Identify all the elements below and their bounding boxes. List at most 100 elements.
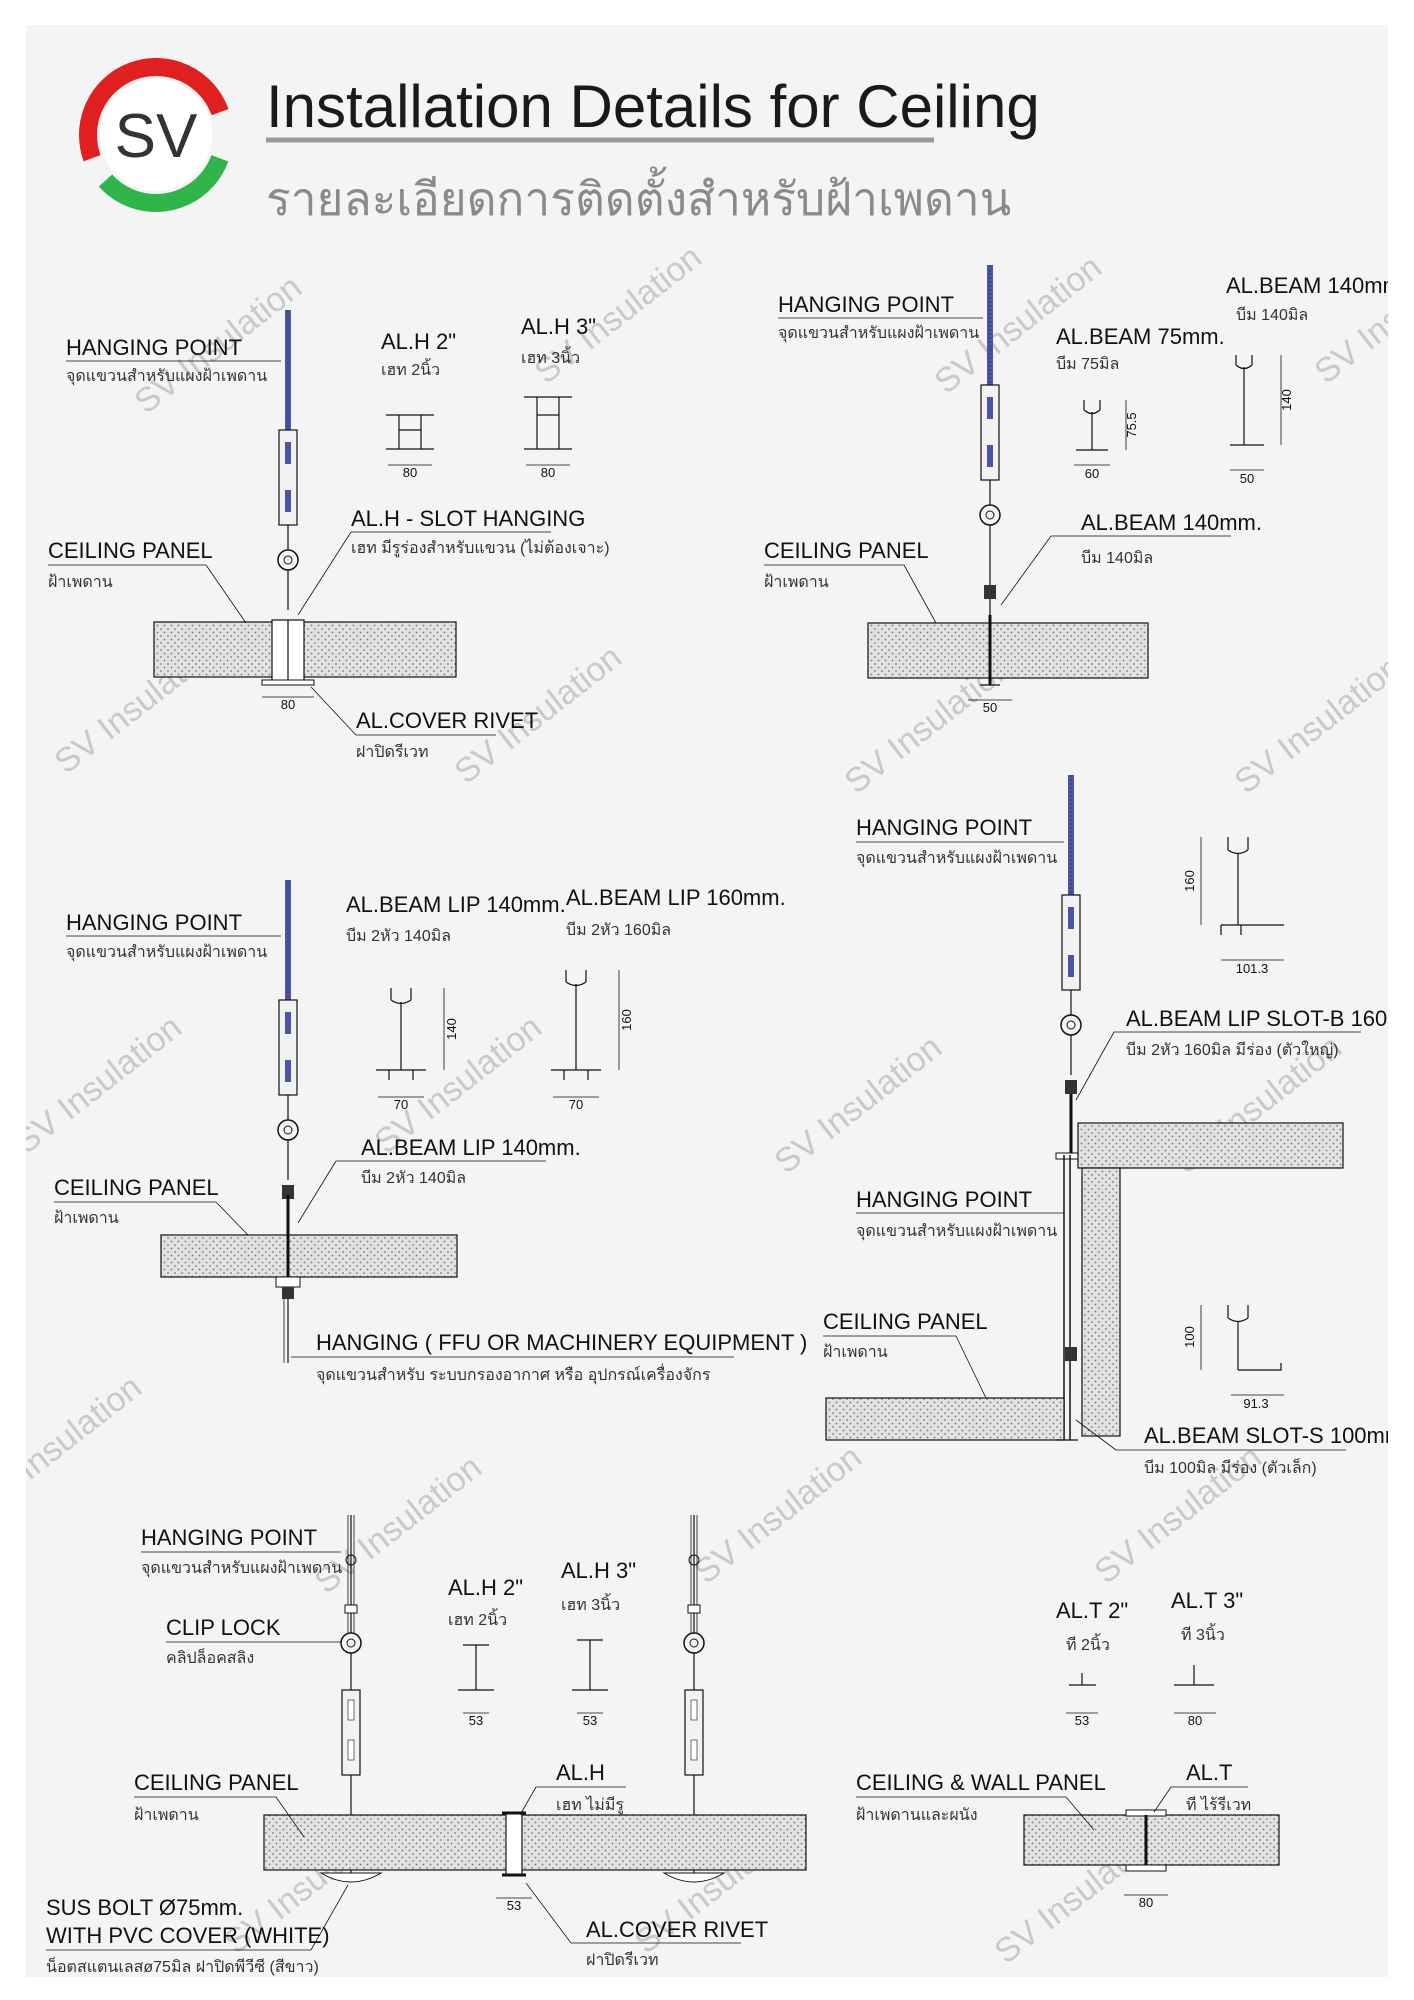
al-t3-profile <box>1174 1665 1214 1686</box>
svg-text:AL.BEAM LIP 140mm.: AL.BEAM LIP 140mm. <box>346 892 566 917</box>
al-beam-lip-140-profile <box>376 988 426 1080</box>
svg-text:53: 53 <box>507 1898 521 1913</box>
label-hanging-point: HANGING POINT <box>66 335 242 360</box>
logo-text: SV <box>115 102 198 171</box>
drawing-sheet: SV Insulation SV Insulation SV Insulatio… <box>0 25 1414 1977</box>
svg-text:ฝาปิดรีเวท: ฝาปิดรีเวท <box>356 743 429 761</box>
svg-text:บีม 2หัว 140มิล: บีม 2หัว 140มิล <box>346 927 451 945</box>
svg-text:ฝ้าเพดาน: ฝ้าเพดาน <box>823 1343 888 1361</box>
svg-text:บีม 75มิล: บีม 75มิล <box>1056 355 1119 373</box>
label-al-beam-lip-140: AL.BEAM LIP 140mm. <box>361 1135 581 1160</box>
page-title-thai: รายละเอียดการติดตั้งสำหรับฝ้าเพดาน <box>266 166 1011 225</box>
ceiling-panel-lower <box>825 1397 1065 1441</box>
svg-text:บีม 100มิล มีร่อง (ตัวเล็ก): บีม 100มิล มีร่อง (ตัวเล็ก) <box>1144 1457 1317 1477</box>
svg-text:AL.H 3": AL.H 3" <box>561 1558 636 1583</box>
slot-s-profile <box>1227 1305 1282 1371</box>
svg-text:เฮท ไม่มีรู: เฮท ไม่มีรู <box>556 1795 624 1815</box>
al-h3-profile <box>524 396 572 450</box>
label-ceiling-panel: CEILING PANEL <box>823 1309 988 1334</box>
svg-text:80: 80 <box>403 465 417 480</box>
svg-text:จุดแขวนสำหรับแผงฝ้าเพดาน: จุดแขวนสำหรับแผงฝ้าเพดาน <box>856 1222 1057 1241</box>
svg-text:100: 100 <box>1182 1326 1197 1348</box>
svg-text:บีม 2หัว 140มิล: บีม 2หัว 140มิล <box>361 1169 466 1187</box>
svg-text:จุดแขวนสำหรับแผงฝ้าเพดาน: จุดแขวนสำหรับแผงฝ้าเพดาน <box>66 367 267 386</box>
svg-text:บีม 2หัว 160มิล: บีม 2หัว 160มิล <box>566 921 671 939</box>
label-ffu: HANGING ( FFU OR MACHINERY EQUIPMENT ) <box>316 1330 807 1355</box>
svg-text:AL.BEAM 75mm.: AL.BEAM 75mm. <box>1056 324 1225 349</box>
svg-text:70: 70 <box>569 1097 583 1112</box>
svg-text:50: 50 <box>1240 471 1254 486</box>
ceiling-panel <box>867 622 1149 679</box>
page-title: Installation Details for Ceiling <box>266 73 1040 140</box>
section-al-beam-slot: HANGING POINT จุดแขวนสำหรับแผงฝ้าเพดาน A… <box>823 774 1414 1477</box>
al-h2-small-profile <box>458 1644 494 1691</box>
svg-text:160: 160 <box>619 1009 634 1031</box>
svg-text:เฮท 3นิ้ว: เฮท 3นิ้ว <box>561 1593 620 1614</box>
svg-text:ที 2นิ้ว: ที 2นิ้ว <box>1066 1633 1110 1654</box>
svg-text:91.3: 91.3 <box>1243 1396 1268 1411</box>
al-h3-small-profile <box>572 1639 608 1691</box>
label-ceiling-panel: CEILING PANEL <box>54 1175 219 1200</box>
svg-text:บีม 140มิล: บีม 140มิล <box>1081 549 1153 567</box>
svg-text:70: 70 <box>394 1097 408 1112</box>
ceiling-wall-panel <box>1023 1814 1280 1866</box>
svg-text:53: 53 <box>1075 1713 1089 1728</box>
label-al-t: AL.T <box>1186 1760 1232 1785</box>
watermark: SV Insulation <box>768 1028 949 1181</box>
label-al-cover-rivet: AL.COVER RIVET <box>356 708 538 733</box>
al-beam-75-profile <box>1076 400 1108 451</box>
label-al-beam-slot-s: AL.BEAM SLOT-S 100mm. <box>1144 1423 1388 1448</box>
watermarks: SV Insulation SV Insulation SV Insulatio… <box>0 238 1414 1971</box>
section-sus-bolt: 53 HANGING POINT จุดแขวนสำหรับแผงฝ้าเพดา… <box>46 1514 807 1976</box>
label-ceiling-panel: CEILING PANEL <box>48 538 213 563</box>
label-ceiling-panel: CEILING PANEL <box>134 1770 299 1795</box>
svg-text:80: 80 <box>1188 1713 1202 1728</box>
section-al-beam-lip: HANGING POINT จุดแขวนสำหรับแผงฝ้าเพดาน C… <box>54 879 807 1385</box>
svg-text:บีม 140มิล: บีม 140มิล <box>1236 306 1308 324</box>
svg-text:ฝ้าเพดาน: ฝ้าเพดาน <box>134 1806 199 1824</box>
svg-text:ฝ้าเพดาน: ฝ้าเพดาน <box>764 573 829 591</box>
svg-text:AL.T 2": AL.T 2" <box>1056 1598 1128 1623</box>
svg-text:เฮท 3นิ้ว: เฮท 3นิ้ว <box>521 346 580 367</box>
section-al-beam: 50 HANGING POINT จุดแขวนสำหรับแผงฝ้าเพดา… <box>764 264 1407 715</box>
watermark: SV Insulation <box>688 1438 869 1591</box>
label-sus-bolt: SUS BOLT Ø75mm. <box>46 1895 243 1920</box>
label-hanging-point-2: HANGING POINT <box>856 1187 1032 1212</box>
svg-text:AL.H 2": AL.H 2" <box>448 1575 523 1600</box>
al-t2-profile <box>1069 1673 1096 1686</box>
label-ceiling-panel: CEILING PANEL <box>764 538 929 563</box>
svg-text:ฝ้าเพดานและผนัง: ฝ้าเพดานและผนัง <box>856 1806 978 1824</box>
ceiling-panel <box>160 1234 458 1278</box>
watermark: SV Insulation <box>26 1008 189 1161</box>
svg-text:101.3: 101.3 <box>1236 961 1269 976</box>
watermark: SV Insulation <box>1228 648 1388 801</box>
label-clip-lock: CLIP LOCK <box>166 1615 281 1640</box>
al-beam-lip-160-profile <box>551 970 601 1080</box>
svg-text:AL.H 3": AL.H 3" <box>521 314 596 339</box>
label-hanging-point: HANGING POINT <box>66 910 242 935</box>
svg-text:ฝ้าเพดาน: ฝ้าเพดาน <box>54 1209 119 1227</box>
svg-text:60: 60 <box>1085 466 1099 481</box>
svg-text:จุดแขวนสำหรับแผงฝ้าเพดาน: จุดแขวนสำหรับแผงฝ้าเพดาน <box>66 943 267 962</box>
label-hanging-point: HANGING POINT <box>141 1525 317 1550</box>
svg-text:140: 140 <box>444 1018 459 1040</box>
svg-text:บีม 2หัว 160มิล มีร่อง (ตัวใหญ: บีม 2หัว 160มิล มีร่อง (ตัวใหญ่) <box>1126 1040 1339 1059</box>
pvc-cover <box>662 1872 726 1883</box>
watermark: SV Insulation <box>1308 238 1388 391</box>
svg-text:คลิปล็อคสลิง: คลิปล็อคสลิง <box>166 1647 254 1667</box>
diagram-canvas: SV Insulation SV Insulation SV Insulatio… <box>0 58 1414 1976</box>
label-al-beam-140: AL.BEAM 140mm. <box>1081 510 1262 535</box>
al-h-profile <box>505 1812 523 1876</box>
slot-b-profile <box>1220 837 1284 935</box>
svg-text:จุดแขวนสำหรับ ระบบกรองอากาศ หร: จุดแขวนสำหรับ ระบบกรองอากาศ หรือ อุปกรณ์… <box>316 1363 711 1385</box>
logo: SV <box>79 58 233 212</box>
svg-text:เฮท 2นิ้ว: เฮท 2นิ้ว <box>381 358 440 379</box>
ceiling-panel <box>263 1814 807 1871</box>
svg-text:80: 80 <box>541 465 555 480</box>
svg-text:AL.H 2": AL.H 2" <box>381 329 456 354</box>
wall-panel <box>1081 1167 1121 1437</box>
label-ceiling-wall-panel: CEILING & WALL PANEL <box>856 1770 1106 1795</box>
ceiling-panel <box>153 621 457 678</box>
svg-text:AL.T 3": AL.T 3" <box>1171 1588 1243 1613</box>
label-hanging-point: HANGING POINT <box>856 815 1032 840</box>
